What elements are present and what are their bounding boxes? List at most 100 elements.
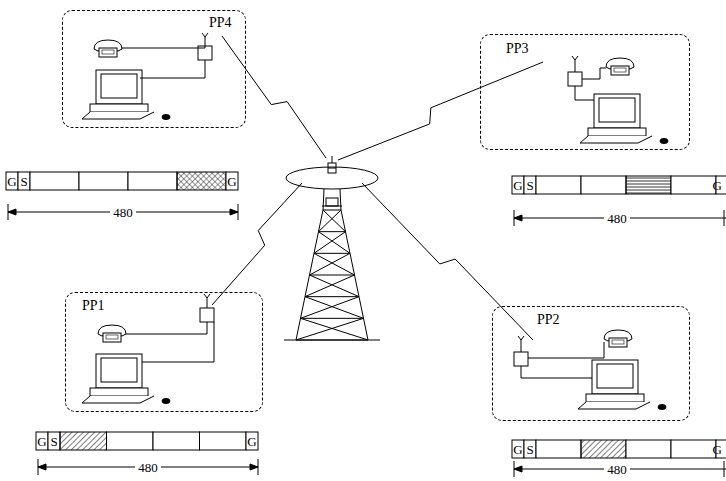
screen bbox=[597, 364, 633, 388]
guard-label: G bbox=[227, 175, 236, 188]
dimension-label: 480 bbox=[604, 463, 630, 476]
subscriber-station-box: PP1 bbox=[65, 292, 263, 412]
tower-brace bbox=[314, 253, 350, 254]
subscriber-station-box: PP3 bbox=[480, 34, 690, 150]
telephone-keys bbox=[612, 340, 624, 344]
unit-antenna bbox=[207, 294, 210, 298]
time-slot bbox=[60, 432, 107, 450]
tower-brace bbox=[305, 296, 359, 297]
guard-label: G bbox=[247, 435, 256, 448]
keyboard bbox=[82, 112, 154, 119]
tower-leg bbox=[340, 189, 341, 210]
cable bbox=[575, 86, 594, 100]
station-label: PP1 bbox=[82, 299, 105, 313]
dimension-label: 480 bbox=[110, 206, 136, 219]
time-slot bbox=[128, 172, 177, 190]
mouse bbox=[162, 115, 170, 120]
unit-antenna bbox=[572, 56, 575, 60]
guard-label: G bbox=[7, 175, 16, 188]
unit-antenna bbox=[521, 336, 524, 340]
time-slot bbox=[200, 432, 247, 450]
tower-cap bbox=[322, 206, 342, 207]
time-slot bbox=[30, 172, 79, 190]
keyboard bbox=[580, 136, 652, 143]
screen bbox=[599, 98, 635, 122]
cable bbox=[582, 68, 606, 79]
subscriber-station-box: PP4 bbox=[62, 10, 246, 128]
telephone-keys bbox=[614, 68, 626, 72]
tower-leg bbox=[323, 189, 324, 210]
tower-brace bbox=[319, 231, 346, 232]
guard-label: G bbox=[713, 179, 722, 192]
time-slot bbox=[536, 176, 581, 194]
keyboard bbox=[82, 396, 154, 403]
time-slot bbox=[626, 440, 671, 458]
dimension-arrow bbox=[250, 464, 258, 470]
time-slot bbox=[177, 172, 226, 190]
unit-antenna bbox=[204, 294, 207, 298]
sync-cell bbox=[48, 432, 60, 450]
computer-base bbox=[90, 388, 148, 396]
time-slot bbox=[671, 440, 716, 458]
telephone-base bbox=[609, 338, 627, 347]
dimension-arrow bbox=[38, 464, 46, 470]
unit-antenna bbox=[521, 340, 522, 352]
tower-brace bbox=[310, 275, 360, 297]
guard-cell bbox=[226, 172, 238, 190]
time-slot bbox=[626, 176, 671, 194]
tower-brace bbox=[323, 210, 346, 232]
unit-antenna bbox=[205, 33, 208, 37]
monitor bbox=[96, 354, 142, 388]
tower-brace bbox=[314, 253, 355, 275]
station-label: PP2 bbox=[537, 313, 560, 327]
ground-line bbox=[284, 340, 380, 341]
mouse bbox=[162, 399, 170, 404]
unit-antenna bbox=[575, 60, 576, 72]
cable bbox=[528, 342, 604, 358]
guard-label: G bbox=[37, 435, 46, 448]
cable bbox=[122, 46, 205, 48]
time-slot bbox=[581, 440, 626, 458]
guard-cell bbox=[512, 176, 524, 194]
time-slot bbox=[153, 432, 200, 450]
dimension-label: 480 bbox=[135, 461, 161, 474]
mouse bbox=[658, 405, 666, 410]
tower-brace bbox=[301, 297, 360, 319]
time-slot bbox=[79, 172, 128, 190]
screen bbox=[101, 358, 137, 382]
tower-brace bbox=[319, 210, 342, 232]
radio-link bbox=[338, 62, 543, 160]
radio-link bbox=[222, 36, 326, 158]
radio-link bbox=[362, 183, 533, 340]
time-slot bbox=[581, 176, 626, 194]
station-label: PP4 bbox=[209, 16, 232, 30]
sync-cell bbox=[524, 440, 536, 458]
telephone-base bbox=[611, 66, 629, 75]
radio-unit bbox=[568, 72, 582, 86]
monitor bbox=[592, 360, 638, 394]
keyboard bbox=[578, 402, 650, 409]
guard-cell bbox=[36, 432, 48, 450]
sync-label: S bbox=[50, 435, 57, 448]
tower-brace bbox=[323, 210, 341, 211]
guard-label: G bbox=[513, 443, 522, 456]
unit-antenna bbox=[202, 33, 205, 37]
dimension-arrow bbox=[514, 215, 522, 221]
tower-cap bbox=[326, 198, 338, 206]
cable bbox=[126, 322, 207, 334]
antenna-box bbox=[328, 168, 336, 169]
guard-cell bbox=[512, 440, 524, 458]
unit-antenna bbox=[575, 56, 578, 60]
sync-cell bbox=[524, 176, 536, 194]
guard-cell bbox=[246, 432, 258, 450]
time-slot bbox=[671, 176, 716, 194]
guard-cell bbox=[6, 172, 18, 190]
telephone-base bbox=[99, 48, 117, 57]
sync-cell bbox=[18, 172, 30, 190]
radio-unit bbox=[200, 308, 214, 322]
time-slot bbox=[536, 440, 581, 458]
unit-antenna bbox=[207, 298, 208, 308]
monitor bbox=[96, 70, 142, 104]
antenna-box bbox=[328, 163, 336, 173]
